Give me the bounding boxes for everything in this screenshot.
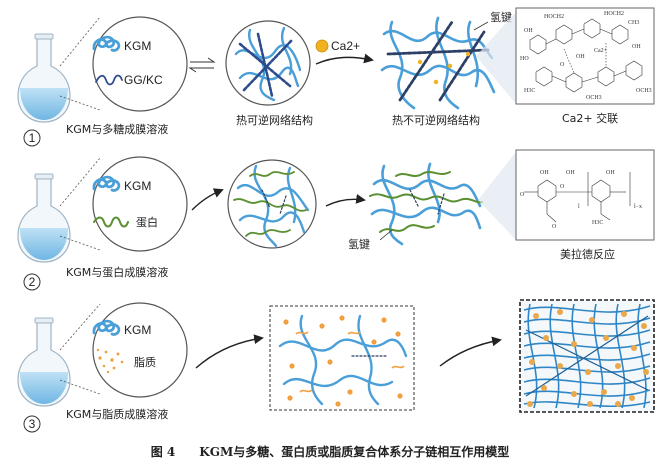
dense-network: [523, 303, 651, 409]
lipid-particles: [283, 315, 405, 407]
inset-label-protein: 蛋白: [136, 215, 158, 229]
chem-label: OH: [606, 170, 615, 176]
network-caption-thermoreversible: 热可逆网络结构: [236, 113, 313, 127]
structure-caption-maillard: 美拉德反应: [560, 247, 615, 261]
arrow-icon: [191, 188, 224, 211]
flask-caption: KGM与蛋白成膜溶液: [66, 265, 168, 279]
row-number: 1: [29, 131, 36, 145]
chem-label: OH: [632, 44, 641, 50]
flask-icon: [17, 317, 71, 407]
flask-icon: [17, 173, 71, 263]
network-circle-protein: [227, 159, 317, 249]
protein-network-1: [233, 164, 310, 248]
inset-label-lipid: 脂质: [134, 355, 156, 369]
embedded-lipid-particles: [527, 309, 649, 407]
equilibrium-arrow-icon: [188, 57, 216, 73]
inset-label-kgm: KGM: [124, 39, 151, 53]
row-number: 2: [29, 275, 36, 289]
chem-label: O: [560, 62, 565, 68]
chem-label: Ca2+: [594, 48, 608, 54]
chem-label: OCH3: [636, 88, 652, 94]
row-3: KGM 脂质 3 KGM与脂质成膜溶液: [17, 299, 655, 433]
ion-label: Ca2+: [331, 39, 360, 53]
inset-circle: [92, 302, 188, 398]
inset-label-ggkc: GG/KC: [124, 73, 163, 87]
inset-label-kgm: KGM: [124, 179, 151, 193]
protein-chain-icon: [93, 216, 129, 228]
chem-label: OH: [566, 170, 575, 176]
network2-annotation-hbond: 氢键: [348, 237, 370, 251]
chem-label: l: [578, 204, 580, 210]
chem-label: O: [520, 192, 525, 198]
chem-label: H3C: [592, 220, 603, 226]
inset-circle: [92, 156, 188, 252]
row-2: KGM 蛋白 2 KGM与蛋白成膜溶液: [17, 149, 655, 291]
chem-label: OH: [540, 170, 549, 176]
arrow-icon: [315, 53, 374, 65]
network2-annotation-hbond: 氢键: [490, 10, 512, 24]
flask-caption: KGM与多糖成膜溶液: [66, 122, 168, 136]
chem-label: HOCH2: [604, 11, 624, 17]
helix-network-1: [234, 26, 302, 102]
inset-label-kgm: KGM: [124, 323, 151, 337]
chem-label: HO: [520, 56, 529, 62]
chem-label: H3C: [524, 88, 535, 94]
chem-label: O: [560, 184, 565, 190]
chem-label: l−x: [634, 204, 642, 210]
chem-label: CH3: [628, 20, 639, 26]
gg-chain-icon: [95, 74, 123, 86]
arrow-icon: [195, 334, 264, 369]
calcium-ion-icon: [315, 39, 329, 53]
helix-network-2: [380, 16, 496, 110]
row-number: 3: [29, 417, 36, 431]
flask-icon: [17, 33, 71, 123]
chem-label: HOCH2: [544, 14, 564, 20]
chem-label: O: [552, 224, 557, 230]
inset-circle: [92, 16, 188, 112]
chemical-structure-maillard: [524, 172, 631, 223]
row-1: KGM GG/KC 1 KGM与多糖成膜溶液 热可逆网络结构 Ca2+: [17, 7, 655, 147]
structure-caption-calcium: Ca2+ 交联: [562, 111, 618, 125]
chem-label: OH: [576, 54, 585, 60]
arrow-icon: [325, 194, 366, 207]
chem-label: OCH3: [586, 95, 602, 101]
lipid-mixture-box: [269, 305, 415, 411]
network-caption-irreversible: 热不可逆网络结构: [392, 113, 480, 127]
flask-caption: KGM与脂质成膜溶液: [66, 407, 168, 421]
protein-network-2: [369, 162, 483, 246]
lipid-droplets-icon: [96, 348, 124, 374]
chem-label: OH: [524, 28, 533, 34]
arrow-icon: [439, 336, 502, 367]
structure-box-maillard: [515, 149, 655, 241]
figure-caption: 图 4 KGM与多糖、蛋白质或脂质复合体系分子链相互作用模型: [151, 444, 510, 459]
chemical-structure-calcium: [529, 18, 643, 93]
structure-box-calcium: [515, 7, 655, 105]
